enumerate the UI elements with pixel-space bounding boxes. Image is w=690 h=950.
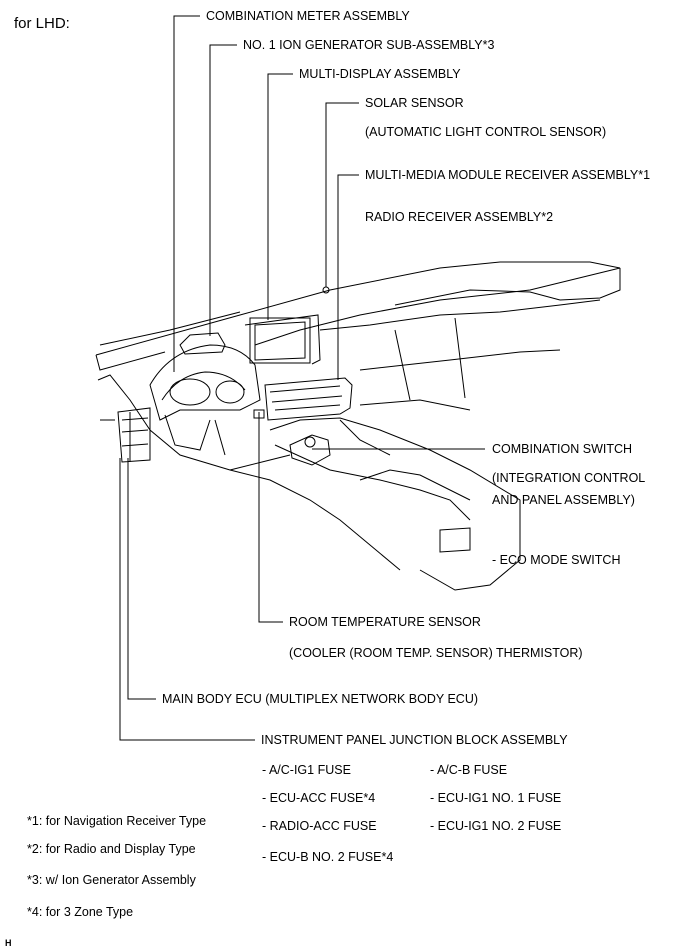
footnote: *2: for Radio and Display Type [27, 842, 196, 856]
page-header: for LHD: [14, 15, 70, 32]
fuse-item: - ECU-IG1 NO. 1 FUSE [430, 791, 562, 805]
leader-mm-receiver [337, 174, 359, 380]
fuse-item: - RADIO-ACC FUSE [262, 819, 377, 833]
label-solar-sensor-sub: (AUTOMATIC LIGHT CONTROL SENSOR) [365, 125, 607, 139]
leader-solar-sensor [325, 102, 359, 287]
lower-dash [97, 374, 401, 571]
center-console [269, 417, 521, 591]
footnote: *3: w/ Ion Generator Assembly [27, 873, 196, 887]
footnote: *1: for Navigation Receiver Type [27, 814, 207, 828]
meter-hood [149, 344, 261, 421]
leader-multi-display [267, 73, 293, 320]
fuse-item: - ECU-IG1 NO. 2 FUSE [430, 819, 562, 833]
label-eco-mode: - ECO MODE SWITCH [492, 553, 621, 567]
fuse-item: - ECU-B NO. 2 FUSE*4 [262, 850, 394, 864]
leader-ion-generator [209, 44, 237, 336]
label-junction-block: INSTRUMENT PANEL JUNCTION BLOCK ASSEMBLY [261, 733, 568, 747]
leader-junction-block [119, 458, 255, 741]
radio-unit [264, 377, 353, 421]
label-mm-receiver: MULTI-MEDIA MODULE RECEIVER ASSEMBLY*1 [365, 168, 651, 182]
label-radio-receiver: RADIO RECEIVER ASSEMBLY*2 [365, 210, 554, 224]
label-ion-generator: NO. 1 ION GENERATOR SUB-ASSEMBLY*3 [243, 38, 495, 52]
label-room-temp-sub: (COOLER (ROOM TEMP. SENSOR) THERMISTOR) [289, 646, 583, 660]
dashboard-top-edge [95, 351, 166, 371]
junction-block [117, 407, 151, 463]
solar-sensor-dot [322, 286, 330, 294]
label-combination-switch-sub1: (INTEGRATION CONTROL [492, 471, 646, 485]
multi-display [249, 317, 311, 364]
windshield-edge [99, 311, 241, 346]
dashboard-outline [95, 261, 621, 356]
fuse-item: - A/C-B FUSE [430, 763, 508, 777]
label-combination-switch: COMBINATION SWITCH [492, 442, 633, 456]
label-combination-meter: COMBINATION METER ASSEMBLY [206, 9, 410, 23]
label-multi-display: MULTI-DISPLAY ASSEMBLY [299, 67, 461, 81]
leader-room-temp [258, 412, 283, 623]
fuse-item: - A/C-IG1 FUSE [262, 763, 351, 777]
label-main-body-ecu: MAIN BODY ECU (MULTIPLEX NETWORK BODY EC… [162, 692, 479, 706]
right-door-lines [454, 317, 466, 399]
right-dash-body [319, 299, 601, 331]
leader-combination-meter [173, 15, 200, 372]
combination-switch-body [289, 434, 331, 466]
page-id: H [5, 938, 12, 948]
footnote: *4: for 3 Zone Type [27, 905, 134, 919]
ion-generator [179, 332, 226, 355]
leader-main-body-ecu [127, 458, 156, 700]
label-combination-switch-sub2: AND PANEL ASSEMBLY) [492, 493, 635, 507]
label-room-temp: ROOM TEMPERATURE SENSOR [289, 615, 481, 629]
label-solar-sensor: SOLAR SENSOR [365, 96, 464, 110]
fuse-item: - ECU-ACC FUSE*4 [262, 791, 376, 805]
